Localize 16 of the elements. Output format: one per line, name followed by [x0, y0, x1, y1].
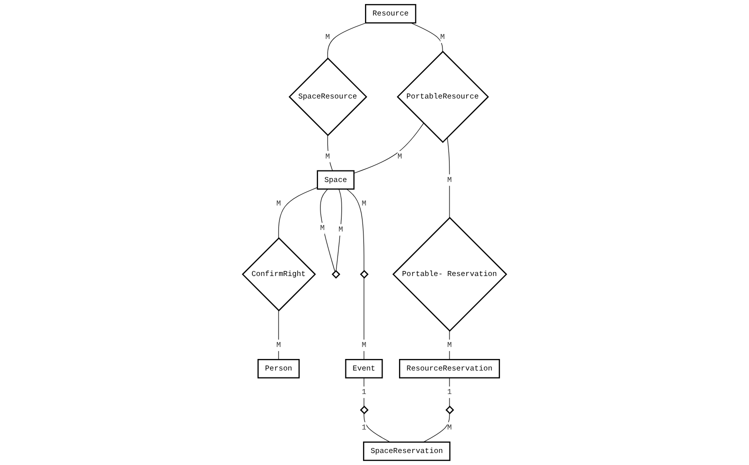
connector	[336, 188, 342, 272]
connector	[410, 22, 443, 52]
connector	[327, 22, 366, 59]
node-diamond	[332, 270, 340, 279]
connector	[449, 330, 450, 360]
connector	[354, 122, 424, 174]
node-diamond	[360, 406, 369, 414]
node-diamond	[360, 270, 369, 279]
connector	[278, 187, 318, 238]
connector	[446, 137, 450, 218]
connector	[278, 310, 279, 360]
connector	[364, 413, 390, 442]
connector	[423, 413, 450, 442]
connector	[346, 188, 364, 272]
connector	[320, 188, 336, 272]
node-diamond	[445, 406, 454, 414]
